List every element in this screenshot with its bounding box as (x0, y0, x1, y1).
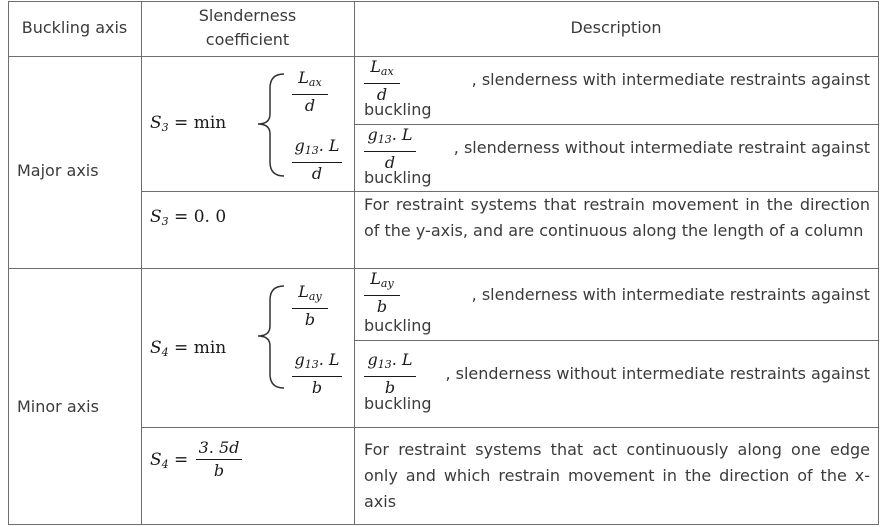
row-divider (141, 427, 879, 428)
desc-buckling: buckling (364, 168, 432, 187)
header-slenderness-line2: coefficient (205, 30, 290, 49)
header-description: Description (570, 18, 662, 37)
desc-with-restraints: , slenderness with intermediate restrain… (471, 70, 870, 89)
desc-fraction-lax-d: Lax d (364, 57, 400, 105)
desc-fraction-g13l-d: g13. L d (364, 125, 416, 173)
table-border-top (8, 1, 879, 2)
left-brace (257, 285, 285, 389)
major-axis-label: Major axis (17, 161, 99, 180)
desc-buckling: buckling (364, 316, 432, 335)
minor-fraction-g13l-b: g13. L b (292, 350, 342, 398)
s4-fraction-3-5d-b: 3. 5d b (196, 438, 242, 481)
desc-fraction-lay-b: Lay b (364, 269, 400, 317)
desc-y-axis-restraint: For restraint systems that restrain move… (364, 195, 870, 240)
header-slenderness-coefficient: Slenderness coefficient (141, 4, 354, 52)
s4-min-formula: S4 = min (150, 338, 227, 359)
column-divider (354, 1, 355, 525)
header-divider (8, 56, 879, 57)
row-divider (354, 340, 879, 341)
section-divider (8, 268, 879, 269)
minor-axis-label: Minor axis (17, 397, 99, 416)
desc-x-axis-restraint: For restraint systems that act continuou… (364, 440, 870, 511)
row-divider (354, 124, 879, 125)
table-border-right (878, 1, 879, 525)
desc-without-restraint: , slenderness without intermediate restr… (453, 138, 870, 157)
s3-zero-formula: S3 = 0. 0 (150, 207, 227, 228)
major-fraction-lax-d: Lax d (292, 68, 328, 116)
header-slenderness-line1: Slenderness (198, 6, 297, 25)
minor-fraction-lay-b: Lay b (292, 282, 328, 330)
table-border-bottom (8, 524, 879, 525)
desc-without-restraints: , slenderness without intermediate restr… (445, 364, 870, 383)
s4-fraction-formula: S4 = (150, 450, 189, 471)
desc-with-restraints: , slenderness with intermediate restrain… (471, 285, 870, 304)
table-border-left (8, 1, 9, 525)
header-buckling-axis: Buckling axis (21, 18, 128, 37)
major-fraction-g13l-d: g13. L d (292, 136, 342, 184)
column-divider (141, 1, 142, 525)
s3-min-formula: S3 = min (150, 113, 227, 134)
row-divider (141, 191, 879, 192)
desc-buckling: buckling (364, 100, 432, 119)
left-brace (257, 73, 285, 177)
desc-fraction-g13l-b: g13. L b (364, 350, 416, 398)
desc-buckling: buckling (364, 394, 432, 413)
